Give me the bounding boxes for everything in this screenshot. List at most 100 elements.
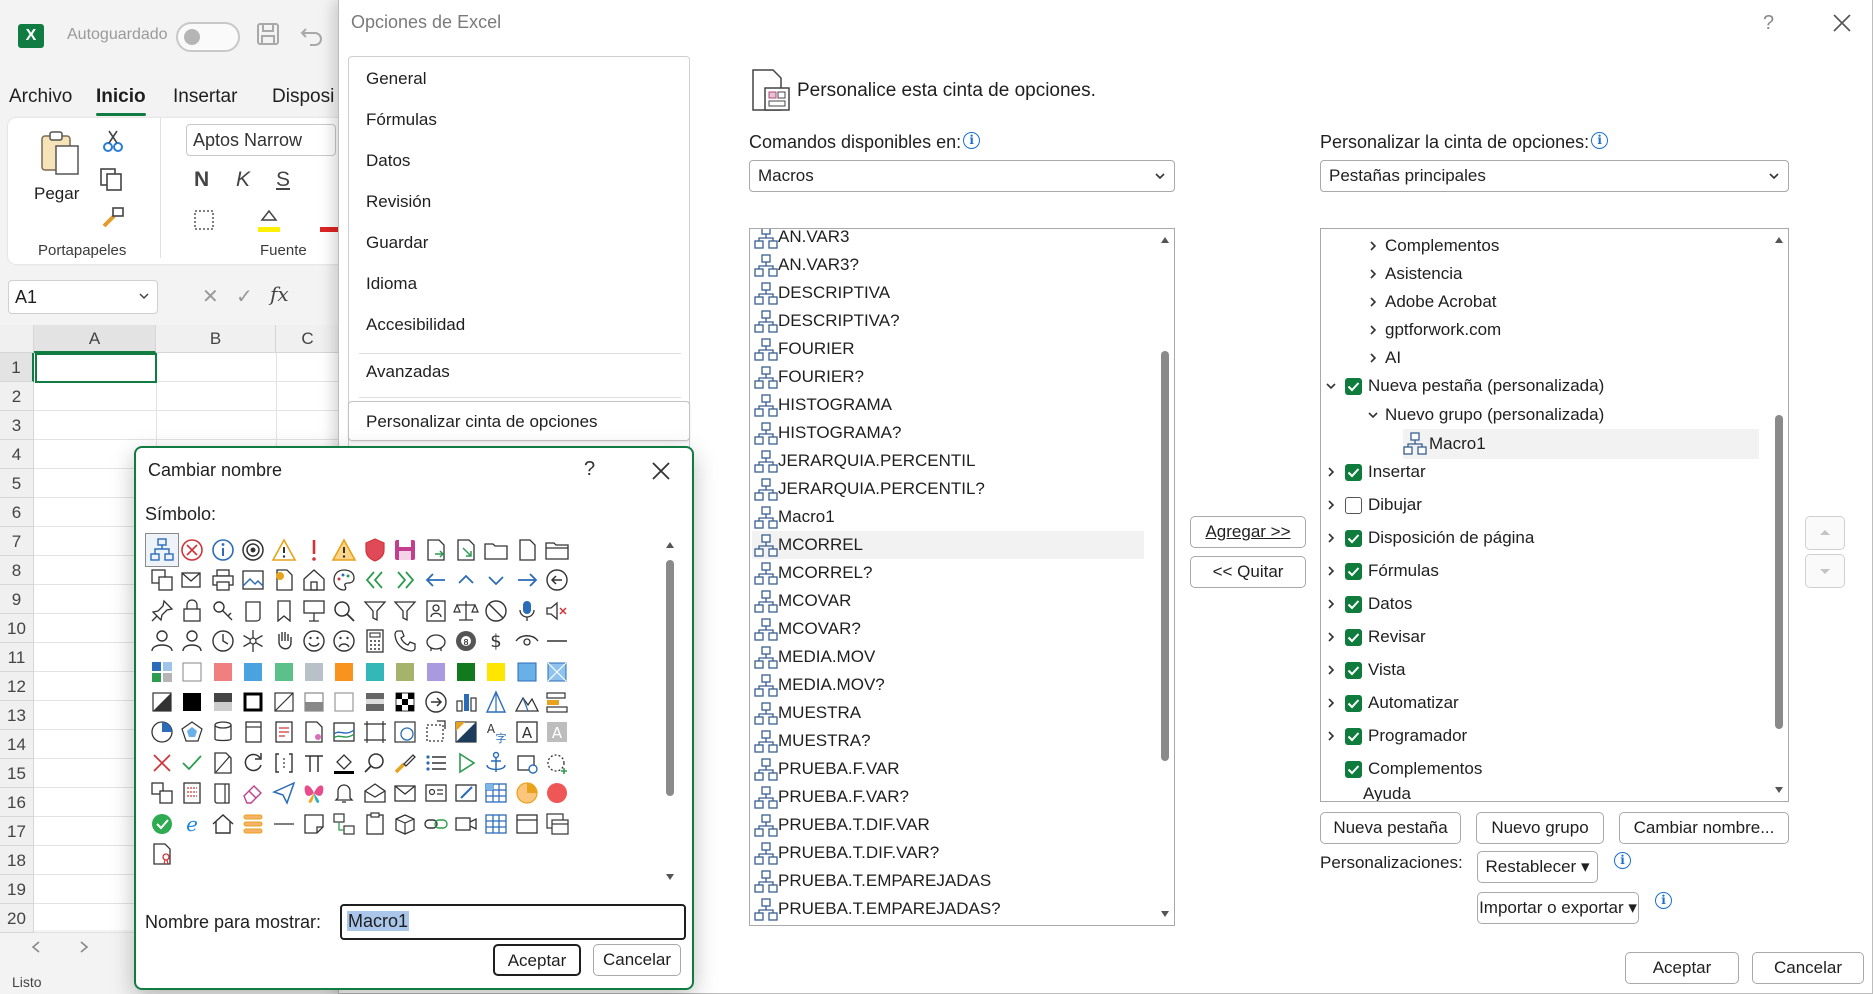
- grid-table-icon[interactable]: [480, 808, 512, 840]
- borders-icon[interactable]: [192, 208, 216, 232]
- row-header[interactable]: 9: [0, 585, 34, 614]
- command-item[interactable]: MUESTRA: [752, 699, 1144, 727]
- hier-icon[interactable]: [145, 533, 179, 567]
- currency-icon[interactable]: $: [480, 625, 512, 657]
- triangle-chart-icon[interactable]: [480, 686, 512, 718]
- olive-square-icon[interactable]: [389, 656, 421, 688]
- checkbox[interactable]: [1345, 596, 1362, 613]
- play-icon[interactable]: [450, 747, 482, 779]
- command-item[interactable]: PRUEBA.T.DIF.VAR: [752, 811, 1144, 839]
- chevron-up-icon[interactable]: [450, 564, 482, 596]
- chevron-down-icon[interactable]: [1367, 409, 1379, 421]
- command-item[interactable]: DESCRIPTIVA?: [752, 307, 1144, 335]
- red-circle-icon[interactable]: [541, 777, 573, 809]
- tree-item[interactable]: Automatizar: [1321, 688, 1761, 718]
- calculator-icon[interactable]: [359, 625, 391, 657]
- info-icon[interactable]: [207, 534, 239, 566]
- no-entry-icon[interactable]: [480, 595, 512, 627]
- nav-item-accesibilidad[interactable]: Accesibilidad: [366, 315, 466, 334]
- back-circle-icon[interactable]: [541, 564, 573, 596]
- insert-function-icon[interactable]: fx: [270, 282, 289, 306]
- black-square-icon[interactable]: [176, 686, 208, 718]
- customize-dropdown[interactable]: Pestañas principales: [1320, 160, 1789, 192]
- double-left-icon[interactable]: [359, 564, 391, 596]
- row-header[interactable]: 7: [0, 527, 34, 556]
- chevron-right-icon[interactable]: [1325, 664, 1337, 676]
- command-item[interactable]: PRUEBA.T.EMPAREJADAS?: [752, 895, 1144, 923]
- sheet-prev-icon[interactable]: [30, 940, 42, 954]
- smile-icon[interactable]: [298, 625, 330, 657]
- ruler-doc-icon[interactable]: [207, 747, 239, 779]
- menu-tab-inicio[interactable]: Inicio: [96, 86, 146, 116]
- format-painter-icon[interactable]: [100, 204, 126, 230]
- scroll-down-icon[interactable]: [665, 872, 675, 882]
- checklist-doc-icon[interactable]: [176, 777, 208, 809]
- tree-item[interactable]: Revisar: [1321, 622, 1761, 652]
- folder-icon[interactable]: [480, 534, 512, 566]
- row-header[interactable]: 16: [0, 788, 34, 817]
- chevron-right-icon[interactable]: [1325, 730, 1337, 742]
- clipboard-icon[interactable]: [359, 808, 391, 840]
- command-item[interactable]: MCOVAR: [752, 587, 1144, 615]
- eight-ball-icon[interactable]: 8: [450, 625, 482, 657]
- row-header[interactable]: 17: [0, 817, 34, 846]
- brush-icon[interactable]: [389, 747, 421, 779]
- clock-icon[interactable]: [207, 625, 239, 657]
- save-icon[interactable]: [254, 20, 282, 48]
- scroll-thumb[interactable]: [1775, 415, 1783, 729]
- nav-item-datos[interactable]: Datos: [366, 151, 411, 170]
- arrow-right-icon[interactable]: [511, 564, 543, 596]
- yellow-square-icon[interactable]: [480, 656, 512, 688]
- frame-icon[interactable]: [359, 716, 391, 748]
- fill-color-icon[interactable]: [256, 206, 282, 234]
- doc-arrow-icon[interactable]: [420, 534, 452, 566]
- command-item[interactable]: DESCRIPTIVA: [752, 279, 1144, 307]
- house-outline-icon[interactable]: [207, 808, 239, 840]
- command-item[interactable]: Macro1: [752, 503, 1144, 531]
- command-item[interactable]: MUESTRA?: [752, 727, 1144, 755]
- ie-icon[interactable]: e: [176, 808, 208, 840]
- edit-image-icon[interactable]: [450, 777, 482, 809]
- line-icon[interactable]: [268, 808, 300, 840]
- table-color-icon[interactable]: [480, 777, 512, 809]
- tree-item[interactable]: Datos: [1321, 589, 1761, 619]
- warning-icon[interactable]: [268, 534, 300, 566]
- undo-icon[interactable]: [298, 20, 326, 48]
- confirm-entry-icon[interactable]: ✓: [236, 286, 253, 308]
- display-name-input[interactable]: Macro1: [340, 904, 686, 940]
- tree-item[interactable]: Nueva pestaña (personalizada): [1321, 371, 1761, 401]
- stack-icon[interactable]: [237, 808, 269, 840]
- chevron-right-icon[interactable]: [1325, 565, 1337, 577]
- tree-item[interactable]: Insertar: [1321, 457, 1761, 487]
- symbol-scrollbar[interactable]: [662, 538, 678, 886]
- paste-label[interactable]: Pegar: [34, 184, 80, 203]
- row-header[interactable]: 8: [0, 556, 34, 585]
- row-header[interactable]: 1: [0, 353, 34, 382]
- bell-icon[interactable]: [328, 777, 360, 809]
- scroll-thumb[interactable]: [666, 560, 674, 796]
- tree-item[interactable]: Vista: [1321, 655, 1761, 685]
- command-item[interactable]: PRUEBA.F.VAR?: [752, 783, 1144, 811]
- half-black-icon[interactable]: [146, 686, 178, 718]
- row-header[interactable]: 13: [0, 701, 34, 730]
- commands-list[interactable]: AN.VAR2?AN.VAR3AN.VAR3?DESCRIPTIVADESCRI…: [749, 228, 1175, 926]
- tree-item[interactable]: Macro1: [1403, 429, 1759, 459]
- checkbox[interactable]: [1345, 378, 1362, 395]
- key-icon[interactable]: [207, 595, 239, 627]
- scales-icon[interactable]: [450, 595, 482, 627]
- new-group-button[interactable]: Nuevo grupo: [1476, 812, 1604, 844]
- lightblue-square-icon[interactable]: [511, 656, 543, 688]
- checkbox[interactable]: [1345, 464, 1362, 481]
- gradient-square-icon[interactable]: [207, 686, 239, 718]
- window-icon[interactable]: [511, 808, 543, 840]
- id-card-icon[interactable]: [420, 777, 452, 809]
- bullet-list-icon[interactable]: [420, 747, 452, 779]
- flow-icon[interactable]: [328, 808, 360, 840]
- chevron-down-icon[interactable]: [1325, 380, 1337, 392]
- command-item[interactable]: MEDIA.MOV?: [752, 671, 1144, 699]
- column-header[interactable]: B: [156, 325, 276, 353]
- scroll-down-icon[interactable]: [1774, 785, 1784, 795]
- scroll-thumb[interactable]: [1161, 351, 1169, 761]
- lock-icon[interactable]: [176, 595, 208, 627]
